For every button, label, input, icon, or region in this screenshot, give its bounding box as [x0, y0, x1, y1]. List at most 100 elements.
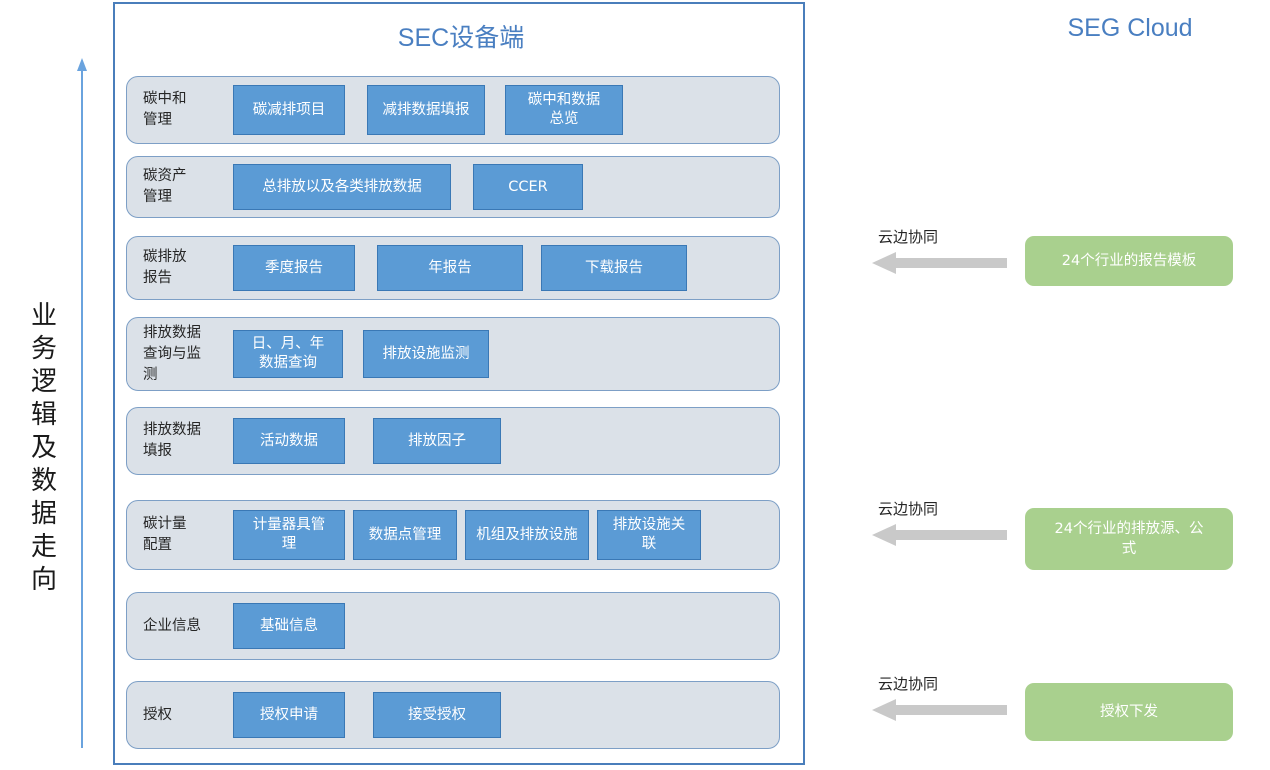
- cloud-capability-label-line: 授权下发: [1100, 704, 1158, 720]
- module-row-label: 碳资产管理: [127, 166, 233, 208]
- module-button[interactable]: 数据点管理: [353, 510, 457, 560]
- sync-arrow-left-icon: [872, 252, 1007, 274]
- module-row-label-line: 碳资产: [143, 168, 187, 184]
- module-button-label-line: 排放设施监测: [382, 345, 470, 362]
- module-button-label-line: 碳中和数据: [527, 92, 601, 108]
- module-button-label-line: CCER: [508, 178, 548, 195]
- module-row-label-line: 排放数据: [143, 422, 201, 438]
- cloud-edge-sync-label: 云边协同: [878, 675, 939, 693]
- module-row-label-line: 查询与监: [143, 345, 201, 362]
- module-button-label-line: 排放因子: [408, 432, 466, 449]
- module-button[interactable]: 排放设施监测: [363, 330, 489, 378]
- module-button[interactable]: 授权申请: [233, 692, 345, 738]
- module-button-label-line: 数据点管理: [368, 526, 442, 543]
- module-button[interactable]: 基础信息: [233, 603, 345, 649]
- module-button-group: 总排放以及各类排放数据 CCER: [233, 157, 779, 217]
- business-flow-axis: 业务逻辑及数据走向: [0, 0, 112, 770]
- module-button[interactable]: 减排数据填报: [367, 85, 485, 135]
- module-row-label-line: 企业信息: [143, 617, 201, 634]
- module-button-label: 日、月、年数据查询: [252, 335, 325, 373]
- module-button[interactable]: 排放设施关联: [597, 510, 701, 560]
- module-row: 授权 授权申请 接受授权: [126, 681, 780, 749]
- module-button-label-line: 季度报告: [265, 259, 323, 276]
- module-button[interactable]: 排放因子: [373, 418, 501, 464]
- module-button[interactable]: 碳减排项目: [233, 85, 345, 135]
- module-row-label: 碳中和管理: [127, 89, 233, 131]
- module-button[interactable]: CCER: [473, 164, 583, 210]
- module-button-label: 排放因子: [408, 432, 466, 451]
- module-row-label-line: 排放数据: [143, 324, 201, 341]
- module-row-label-line: 测: [143, 366, 158, 383]
- module-button-label-line: 减排数据填报: [382, 101, 470, 118]
- module-button-group: 季度报告 年报告下载报告: [233, 237, 779, 299]
- cloud-capability-box[interactable]: 24个行业的报告模板: [1025, 236, 1233, 286]
- cloud-capability-label-line: 24个行业的报告模板: [1061, 253, 1197, 269]
- module-button-label: 季度报告: [265, 259, 323, 278]
- flow-label-char: 逻: [30, 367, 57, 397]
- module-button-group: 碳减排项目 减排数据填报 碳中和数据总览: [233, 77, 779, 143]
- module-row-label-line: 管理: [143, 189, 172, 205]
- cloud-capability-label: 24个行业的排放源、公式: [1055, 519, 1204, 559]
- module-button[interactable]: 碳中和数据总览: [505, 85, 623, 135]
- module-row-label-line: 报告: [143, 270, 172, 286]
- module-button-label-line: 接受授权: [408, 706, 466, 723]
- flow-label-char: 走: [30, 532, 57, 562]
- module-button[interactable]: 机组及排放设施: [465, 510, 589, 560]
- module-button-label: CCER: [508, 178, 548, 197]
- module-button[interactable]: 年报告: [377, 245, 523, 291]
- sec-device-title: SEC设备端: [397, 24, 525, 52]
- module-button[interactable]: 接受授权: [373, 692, 501, 738]
- flow-label-char: 务: [30, 334, 57, 364]
- module-button-group: 基础信息: [233, 593, 779, 659]
- seg-cloud-title: SEG Cloud: [1067, 14, 1193, 42]
- module-row-label: 授权: [127, 705, 233, 726]
- module-button[interactable]: 计量器具管理: [233, 510, 345, 560]
- cloud-capability-box[interactable]: 授权下发: [1025, 683, 1233, 741]
- flow-label-char: 业: [30, 301, 57, 331]
- module-button-group: 计量器具管理 数据点管理 机组及排放设施 排放设施关联: [233, 501, 779, 569]
- module-button-label-line: 授权申请: [260, 706, 318, 723]
- sec-device-frame: SEC设备端 碳中和管理碳减排项目减排数据填报碳中和数据总览碳资产管理总排放以及…: [113, 2, 805, 765]
- flow-label-char: 据: [30, 499, 57, 529]
- module-row: 企业信息 基础信息: [126, 592, 780, 660]
- module-button-label: 接受授权: [408, 706, 466, 725]
- module-row-label-line: 管理: [143, 112, 172, 128]
- module-button-label-line: 活动数据: [260, 432, 318, 449]
- module-button-label-line: 理: [281, 536, 297, 552]
- cloud-capability-label-line: 式: [1121, 541, 1137, 557]
- module-button[interactable]: 总排放以及各类排放数据: [233, 164, 451, 210]
- module-row: 碳资产管理 总排放以及各类排放数据 CCER: [126, 156, 780, 218]
- flow-label-char: 数: [30, 466, 57, 496]
- module-button-label: 基础信息: [260, 617, 318, 636]
- module-row-label: 碳排放报告: [127, 247, 233, 289]
- flow-direction-arrow-icon: [77, 58, 87, 748]
- module-button-label: 计量器具管理: [253, 516, 326, 554]
- module-row-label-line: 碳排放: [143, 249, 187, 265]
- module-button-label-line: 碳减排项目: [252, 101, 326, 118]
- module-button-label-line: 机组及排放设施: [476, 526, 578, 543]
- module-button-label-line: 总排放以及各类排放数据: [262, 178, 422, 195]
- module-button[interactable]: 日、月、年数据查询: [233, 330, 343, 378]
- module-button[interactable]: 活动数据: [233, 418, 345, 464]
- flow-label-char: 及: [30, 433, 57, 463]
- module-row-label: 排放数据查询与监测: [127, 323, 233, 386]
- module-button-label: 排放设施监测: [383, 345, 470, 364]
- module-button[interactable]: 下载报告: [541, 245, 687, 291]
- module-button-label: 授权申请: [260, 706, 318, 725]
- cloud-edge-sync-label: 云边协同: [878, 500, 939, 518]
- cloud-capability-box[interactable]: 24个行业的排放源、公式: [1025, 508, 1233, 570]
- module-button-group: 日、月、年数据查询 排放设施监测: [233, 318, 779, 390]
- module-button-label: 碳减排项目: [253, 101, 326, 120]
- module-row: 排放数据填报活动数据排放因子: [126, 407, 780, 475]
- module-button-label-line: 基础信息: [260, 617, 318, 634]
- module-button-label-line: 总览: [549, 111, 579, 127]
- module-row-label-line: 碳中和: [143, 91, 187, 107]
- module-row-label-line: 配置: [143, 537, 172, 553]
- module-row: 排放数据查询与监测日、月、年数据查询排放设施监测: [126, 317, 780, 391]
- cloud-edge-sync-label: 云边协同: [878, 228, 939, 246]
- module-row-label-line: 授权: [143, 706, 172, 723]
- module-row-label-line: 碳计量: [143, 516, 187, 532]
- sync-arrow-left-icon: [872, 524, 1007, 546]
- module-row: 碳计量配置 计量器具管理 数据点管理 机组及排放设施 排放设施关联: [126, 500, 780, 570]
- module-button[interactable]: 季度报告: [233, 245, 355, 291]
